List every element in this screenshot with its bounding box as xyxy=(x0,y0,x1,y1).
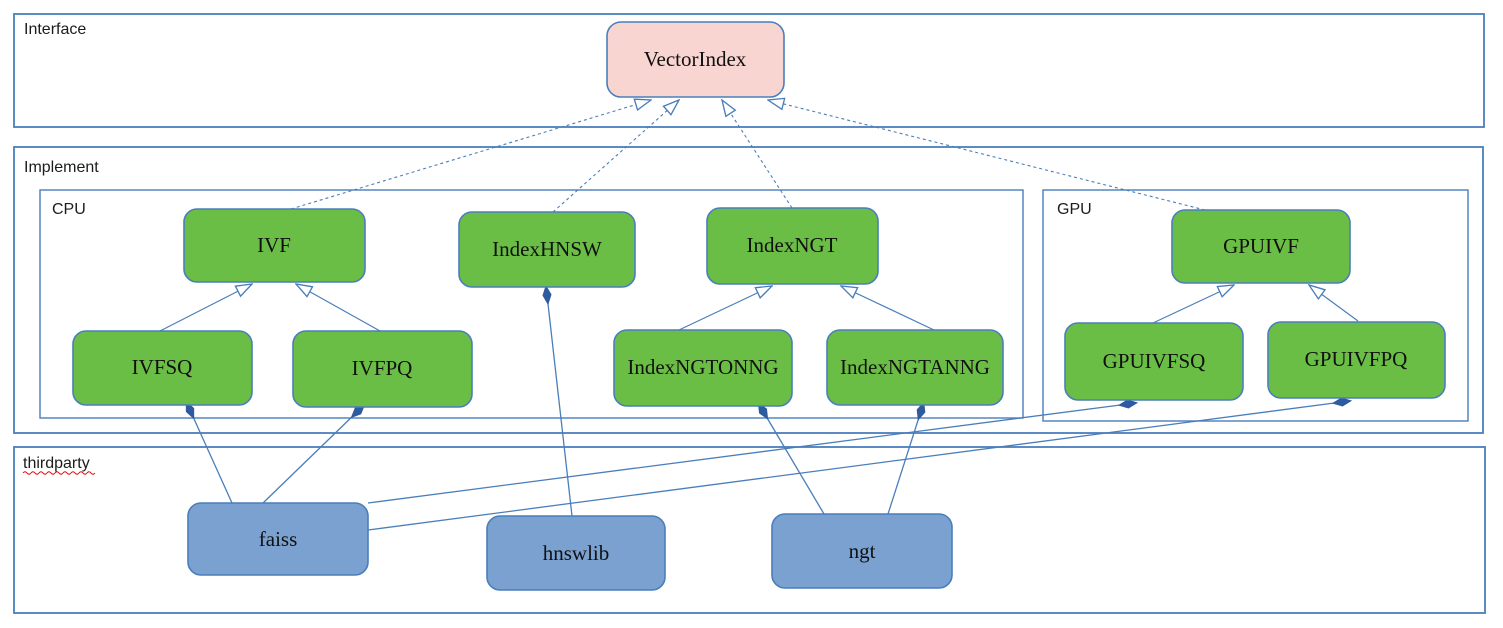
edge-ivf-vectorindex xyxy=(290,100,651,210)
edge-ivfpq-ivf xyxy=(296,284,381,332)
node-ivf-label: IVF xyxy=(257,233,291,257)
container-gpu-label: GPU xyxy=(1057,201,1092,218)
edge-indexngt-vectorindex xyxy=(722,100,793,209)
node-vectorindex-label: VectorIndex xyxy=(644,47,747,71)
node-gpuivfsq-label: GPUIVFSQ xyxy=(1103,349,1206,373)
container-thirdparty: thirdparty xyxy=(13,446,1486,614)
node-indexngtanng-label: IndexNGTANNG xyxy=(840,355,990,379)
node-ngt: ngt xyxy=(771,513,953,589)
edge-ngt-indexngtanng xyxy=(887,411,921,515)
edge-ngt-indexngtonng xyxy=(763,411,825,515)
node-ngt-label: ngt xyxy=(849,539,876,563)
container-implement-label: Implement xyxy=(24,159,99,176)
node-faiss-label: faiss xyxy=(259,527,298,551)
node-vectorindex: VectorIndex xyxy=(606,21,785,98)
node-indexngtonng: IndexNGTONNG xyxy=(613,329,793,407)
edge-faiss-ivfsq xyxy=(190,410,233,504)
edge-faiss-ivfpq xyxy=(262,411,358,504)
node-ivfsq-label: IVFSQ xyxy=(132,355,193,379)
node-gpuivfpq: GPUIVFPQ xyxy=(1267,321,1446,399)
node-indexhnsw-label: IndexHNSW xyxy=(492,237,602,261)
edge-gpuivfpq-gpuivf xyxy=(1309,285,1359,322)
container-interface-label: Interface xyxy=(24,21,86,38)
node-indexhnsw: IndexHNSW xyxy=(458,211,636,288)
node-indexngtanng: IndexNGTANNG xyxy=(826,329,1004,406)
node-indexngt-label: IndexNGT xyxy=(747,233,838,257)
edge-ivfsq-ivf xyxy=(159,284,252,332)
edge-gpuivfsq-gpuivf xyxy=(1152,285,1234,324)
edge-hnswlib-indexhnsw xyxy=(547,295,573,517)
node-gpuivf: GPUIVF xyxy=(1171,209,1351,284)
edge-gpuivf-vectorindex xyxy=(768,100,1206,211)
spellcheck-squiggle-icon xyxy=(22,471,96,475)
node-gpuivfsq: GPUIVFSQ xyxy=(1064,322,1244,401)
node-gpuivfpq-label: GPUIVFPQ xyxy=(1305,347,1408,371)
node-indexngtonng-label: IndexNGTONNG xyxy=(627,355,778,379)
container-implement: Implement xyxy=(13,146,1484,434)
edge-indexhnsw-vectorindex xyxy=(552,100,679,213)
edge-faiss-gpuivfsq xyxy=(367,404,1128,504)
node-indexngt: IndexNGT xyxy=(706,207,879,285)
edge-indexngtonng-indexngt xyxy=(678,286,772,331)
container-gpu: GPU xyxy=(1042,189,1469,422)
node-ivfpq: IVFPQ xyxy=(292,330,473,408)
container-thirdparty-label: thirdparty xyxy=(23,455,90,472)
edge-indexngtanng-indexngt xyxy=(841,286,935,331)
container-interface: Interface xyxy=(13,13,1485,128)
node-hnswlib-label: hnswlib xyxy=(543,541,610,565)
edge-faiss-gpuivfpq xyxy=(367,402,1342,531)
node-ivf: IVF xyxy=(183,208,366,283)
node-ivfpq-label: IVFPQ xyxy=(352,356,413,380)
container-cpu: CPU xyxy=(39,189,1024,419)
edges-layer xyxy=(159,100,1359,531)
node-faiss: faiss xyxy=(187,502,369,576)
node-hnswlib: hnswlib xyxy=(486,515,666,591)
node-gpuivf-label: GPUIVF xyxy=(1223,234,1299,258)
node-ivfsq: IVFSQ xyxy=(72,330,253,406)
container-cpu-label: CPU xyxy=(52,201,86,218)
